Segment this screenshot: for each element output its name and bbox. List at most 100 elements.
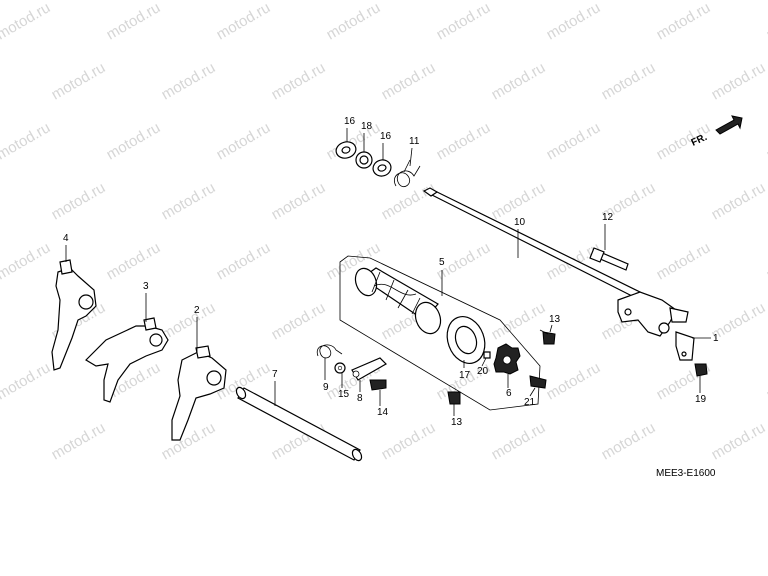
callout-label-3: 3 (143, 281, 149, 292)
washer-15 (334, 362, 346, 374)
watermark-text: motod.ru (599, 419, 659, 463)
stopper-arm (351, 357, 387, 381)
callout-label-17: 17 (459, 370, 471, 381)
watermark-text: motod.ru (764, 239, 768, 283)
watermark-text: motod.ru (159, 59, 219, 103)
watermark-text: motod.ru (764, 359, 768, 403)
watermark-layer: motod.ru motod.ru motod.ru motod.ru motod.ru… (0, 0, 768, 463)
callout-label-4: 4 (63, 233, 69, 244)
watermark-text: motod.ru (159, 299, 219, 343)
callout-label-15: 15 (338, 389, 350, 400)
watermark-text: motod.ru (654, 239, 714, 283)
callout-label-21: 21 (524, 397, 536, 408)
callout-leader-21 (529, 387, 536, 397)
watermark-text: motod.ru (159, 419, 219, 463)
watermark-text: motod.ru (489, 299, 549, 343)
callout-label-7: 7 (272, 369, 278, 380)
watermark-text: motod.ru (599, 59, 659, 103)
watermark-text: motod.ru (49, 59, 109, 103)
fork-shaft (235, 386, 363, 462)
spindle-bolt (589, 247, 629, 271)
shift-fork-4 (51, 259, 97, 371)
bolt-13-upper (539, 329, 556, 345)
bolt-19 (694, 363, 708, 377)
callout-label-16: 16 (380, 131, 392, 142)
bolt-21 (529, 375, 547, 389)
callout-label-12: 12 (602, 212, 614, 223)
watermark-text: motod.ru (49, 179, 109, 223)
watermark-text: motod.ru (379, 179, 439, 223)
watermark-text: motod.ru (214, 0, 274, 43)
watermark-text: motod.ru (269, 179, 329, 223)
shift-plate (675, 331, 695, 361)
callout-label-11: 11 (409, 136, 420, 147)
watermark-text: motod.ru (654, 0, 714, 43)
dowel-pin (483, 351, 491, 359)
stopper-spring (316, 344, 343, 359)
watermark-text: motod.ru (269, 59, 329, 103)
watermark-text: motod.ru (0, 239, 53, 283)
callout-label-6: 6 (506, 388, 512, 399)
watermark-text: motod.ru (379, 59, 439, 103)
watermark-text: motod.ru (0, 0, 53, 43)
callout-label-1: 1 (713, 333, 719, 344)
collar (355, 151, 373, 169)
gearshift-spindle (422, 187, 689, 337)
callout-label-5: 5 (439, 257, 445, 268)
callout-label-2: 2 (194, 305, 200, 316)
watermark-text: motod.ru (0, 119, 53, 163)
callout-leader-20 (481, 357, 487, 367)
watermark-text: motod.ru (0, 359, 53, 403)
bearing (446, 316, 486, 364)
callout-leaders (65, 128, 711, 416)
callout-label-14: 14 (377, 407, 389, 418)
watermark-text: motod.ru (434, 0, 494, 43)
callout-label-10: 10 (514, 217, 526, 228)
bolt-13-lower (447, 391, 461, 405)
front-direction-arrow (715, 115, 743, 135)
bolt-14 (369, 379, 387, 391)
watermark-text: motod.ru (489, 59, 549, 103)
callout-label-8: 8 (357, 393, 363, 404)
watermark-text: motod.ru (544, 359, 604, 403)
callout-label-19: 19 (695, 394, 707, 405)
watermark-text: motod.ru (159, 179, 219, 223)
watermark-text: motod.ru (764, 119, 768, 163)
callout-label-13: 13 (549, 314, 561, 325)
watermark-text: motod.ru (379, 419, 439, 463)
callout-leader-11 (409, 147, 413, 167)
callout-label-13: 13 (451, 417, 463, 428)
watermark-text: motod.ru (104, 0, 164, 43)
watermark-text: motod.ru (764, 0, 768, 43)
watermark-text: motod.ru (544, 119, 604, 163)
return-spring (394, 159, 421, 188)
watermark-text: motod.ru (269, 299, 329, 343)
shift-drum-center (493, 343, 521, 375)
washer-16b (372, 159, 392, 177)
shift-drum (354, 267, 442, 335)
shift-fork-2 (171, 345, 227, 441)
watermark-text: motod.ru (324, 0, 384, 43)
watermark-text: motod.ru (709, 179, 768, 223)
shift-fork-3 (85, 317, 169, 403)
drum-group-outline (339, 255, 541, 411)
callout-leader-13 (549, 324, 553, 333)
watermark-text: motod.ru (434, 119, 494, 163)
diagram-code: MEE3-E1600 (656, 468, 716, 479)
washer-16a (335, 141, 357, 159)
watermark-text: motod.ru (104, 239, 164, 283)
callout-label-9: 9 (323, 382, 329, 393)
watermark-text: motod.ru (214, 119, 274, 163)
watermark-text: motod.ru (544, 0, 604, 43)
watermark-text: motod.ru (709, 59, 768, 103)
watermark-text: motod.ru (709, 419, 768, 463)
callout-label-18: 18 (361, 121, 373, 132)
callout-label-20: 20 (477, 366, 489, 377)
callout-label-16: 16 (344, 116, 356, 127)
watermark-text: motod.ru (104, 119, 164, 163)
watermark-text: motod.ru (489, 419, 549, 463)
watermark-text: motod.ru (49, 419, 109, 463)
